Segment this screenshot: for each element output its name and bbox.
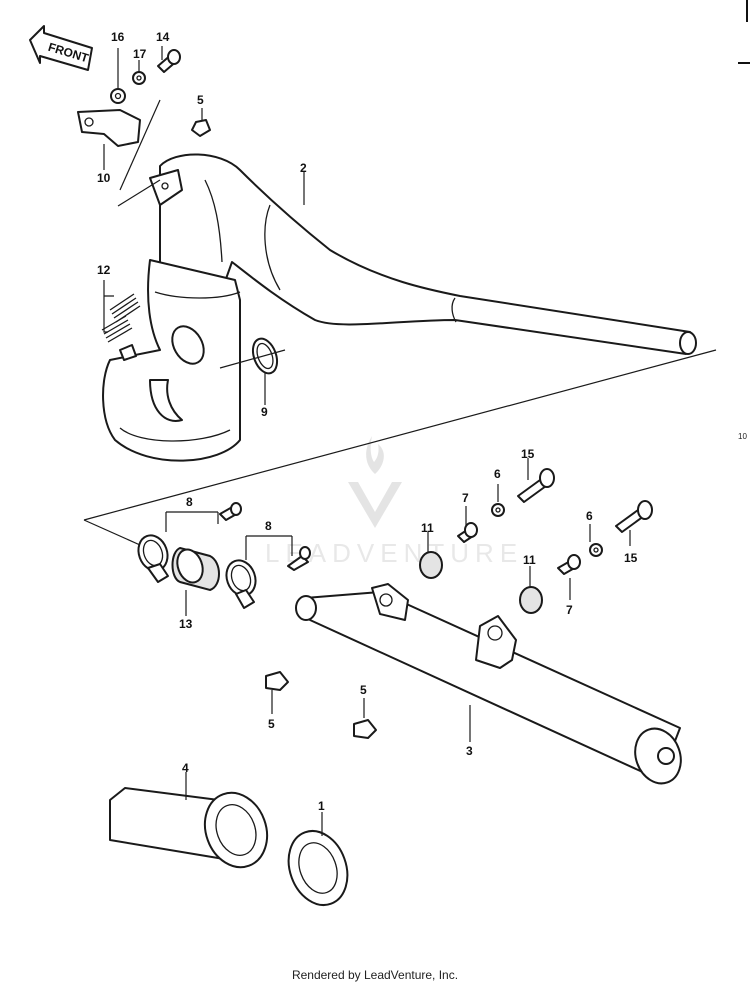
springs-part-12 — [101, 280, 141, 343]
callout-4: 4 — [182, 761, 189, 775]
callout-16: 16 — [111, 30, 125, 44]
front-arrow: FRONT — [29, 25, 93, 71]
callout-6-right: 6 — [586, 509, 593, 523]
callout-9: 9 — [261, 405, 268, 419]
callout-7-left: 7 — [462, 491, 469, 505]
callout-2: 2 — [300, 161, 307, 175]
mounting-hardware-right — [265, 468, 653, 739]
assembly-line-upper — [83, 349, 717, 521]
page-edge-mark-dash — [738, 62, 750, 64]
clamps-and-sleeve — [137, 502, 311, 609]
fasteners-top-left — [110, 49, 211, 137]
footer-credit: Rendered by LeadVenture, Inc. — [291, 968, 459, 982]
callout-3: 3 — [466, 744, 473, 758]
assembly-line-gasket — [219, 349, 286, 369]
page-reference: 10 — [738, 432, 747, 441]
callout-15-top: 15 — [521, 447, 535, 461]
callout-14: 14 — [156, 30, 170, 44]
leader-lines — [103, 46, 631, 836]
assembly-line-lower — [83, 519, 141, 546]
callout-7-right: 7 — [566, 603, 573, 617]
callout-6-left: 6 — [494, 467, 501, 481]
bracket-part-10 — [77, 99, 161, 207]
callout-5-mid: 5 — [360, 683, 367, 697]
page-edge-mark-top — [746, 0, 748, 22]
expansion-chamber-part-2 — [102, 153, 697, 462]
callout-numbers: 16 17 14 5 10 2 12 9 8 8 13 11 7 6 15 11… — [97, 30, 638, 813]
callout-17: 17 — [133, 47, 147, 61]
callout-11-right: 11 — [523, 553, 536, 567]
callout-12: 12 — [97, 263, 111, 277]
callout-1: 1 — [318, 799, 325, 813]
callout-8-left: 8 — [186, 495, 193, 509]
callout-15-right: 15 — [624, 551, 638, 565]
callout-10: 10 — [97, 171, 111, 185]
callout-5-top: 5 — [197, 93, 204, 107]
tailpipe-part-4 — [109, 787, 269, 869]
callout-13: 13 — [179, 617, 193, 631]
silencer-part-3 — [295, 583, 682, 785]
callout-8-right: 8 — [265, 519, 272, 533]
callout-11-left: 11 — [421, 521, 434, 535]
callout-5-left: 5 — [268, 717, 275, 731]
ring-part-1 — [287, 830, 349, 906]
